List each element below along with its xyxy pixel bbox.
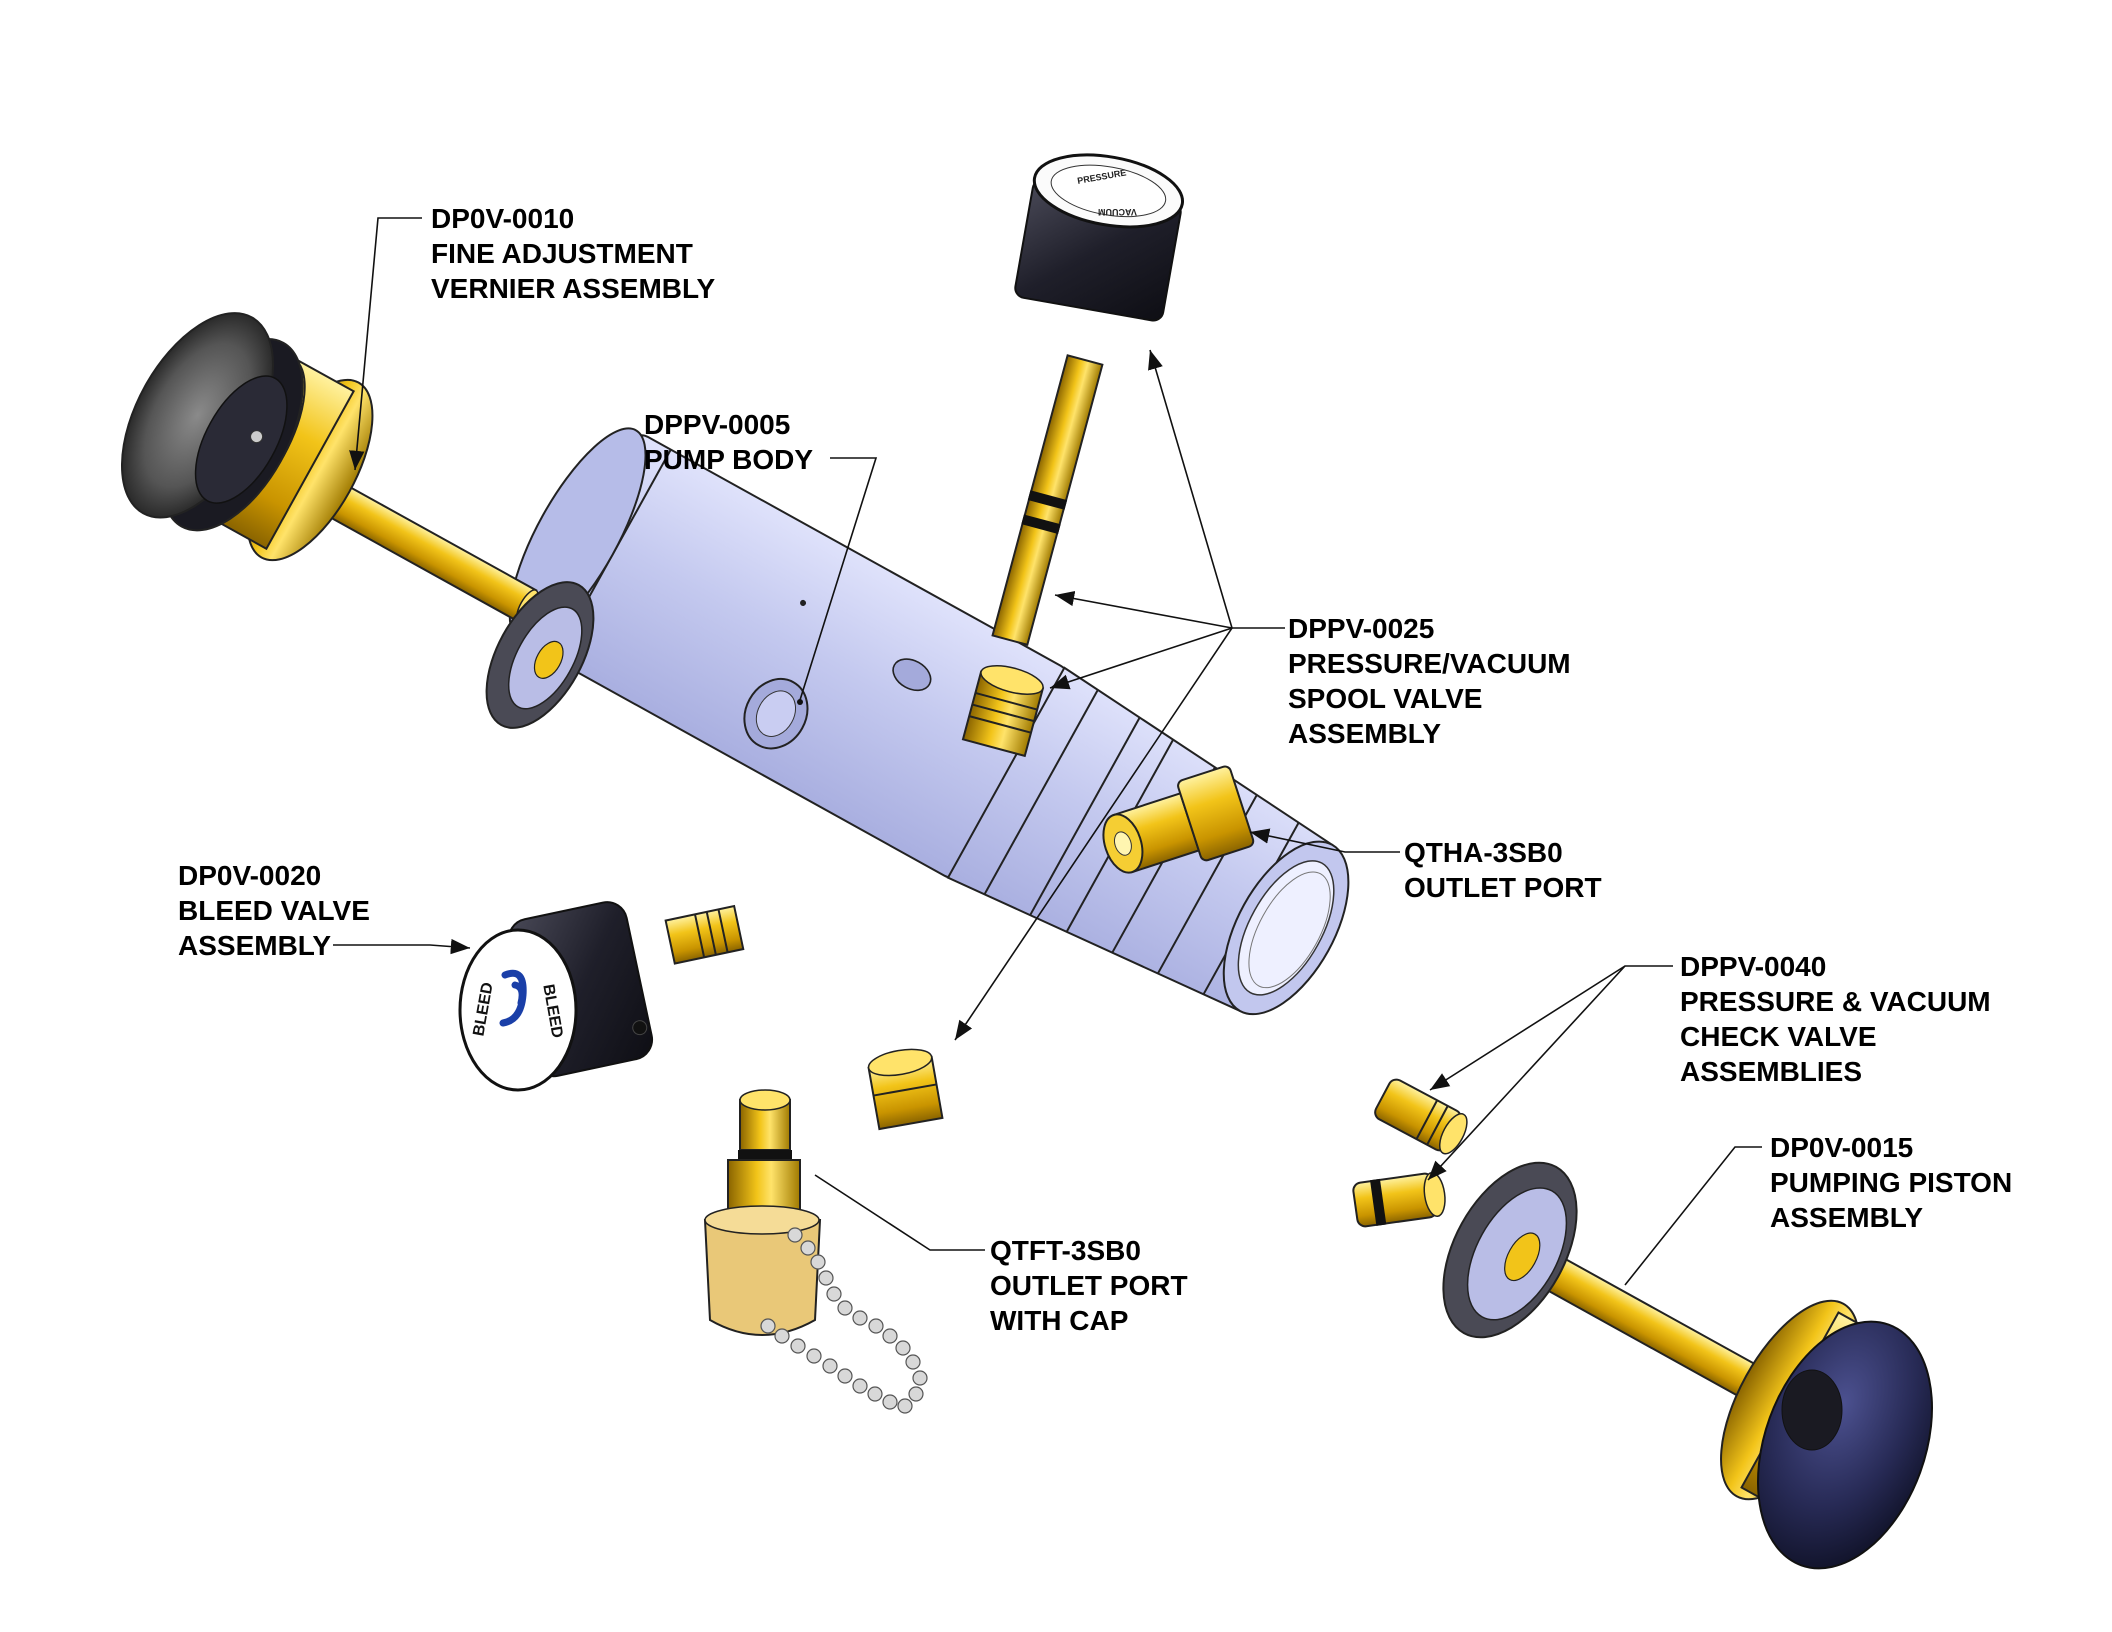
vernier-assembly: [120, 312, 539, 624]
callout-pump-body: DPPV-0005 PUMP BODY: [644, 409, 813, 475]
callout-spool-valve-code: DPPV-0025: [1288, 613, 1434, 644]
check-valve-2: [1352, 1171, 1446, 1228]
callout-qtft-line1: OUTLET PORT: [990, 1270, 1188, 1301]
callout-check-valve-line2: CHECK VALVE: [1680, 1021, 1877, 1052]
callout-bleed-valve-line2: ASSEMBLY: [178, 930, 331, 961]
callout-qtha-line1: OUTLET PORT: [1404, 872, 1602, 903]
callout-bleed-valve: DP0V-0020 BLEED VALVE ASSEMBLY: [178, 860, 370, 961]
callout-piston-line2: ASSEMBLY: [1770, 1202, 1923, 1233]
qtha-outlet-port: [1102, 765, 1255, 874]
callout-check-valve: DPPV-0040 PRESSURE & VACUUM CHECK VALVE …: [1680, 951, 1991, 1087]
callout-spool-valve-line3: ASSEMBLY: [1288, 718, 1441, 749]
callout-vernier-line1: FINE ADJUSTMENT: [431, 238, 693, 269]
callout-check-valve-line3: ASSEMBLIES: [1680, 1056, 1862, 1087]
qtft-outlet-port: [703, 1089, 928, 1414]
callout-qtft: QTFT-3SB0 OUTLET PORT WITH CAP: [990, 1235, 1188, 1336]
ball-chain: [760, 1227, 928, 1414]
callout-vernier-code: DP0V-0010: [431, 203, 574, 234]
callout-vernier: DP0V-0010 FINE ADJUSTMENT VERNIER ASSEMB…: [431, 203, 716, 304]
callout-qtft-line2: WITH CAP: [990, 1305, 1128, 1336]
callout-check-valve-code: DPPV-0040: [1680, 951, 1826, 982]
small-fitting-center: [867, 1048, 944, 1131]
callout-qtft-code: QTFT-3SB0: [990, 1235, 1141, 1266]
bleed-valve-assembly: BLEED BLEED: [458, 901, 745, 1092]
callout-spool-valve-line1: PRESSURE/VACUUM: [1288, 648, 1571, 679]
callout-bleed-valve-line1: BLEED VALVE: [178, 895, 370, 926]
callout-spool-valve: DPPV-0025 PRESSURE/VACUUM SPOOL VALVE AS…: [1288, 613, 1571, 749]
spool-valve-assembly: PRESSURE VACUUM: [961, 153, 1185, 758]
callout-bleed-valve-code: DP0V-0020: [178, 860, 321, 891]
callout-pump-body-code: DPPV-0005: [644, 409, 790, 440]
callout-vernier-line2: VERNIER ASSEMBLY: [431, 273, 716, 304]
callout-piston-code: DP0V-0015: [1770, 1132, 1913, 1163]
callout-piston-line1: PUMPING PISTON: [1770, 1167, 2012, 1198]
leader-lines: [333, 217, 1762, 1286]
check-valve-1: [1374, 1078, 1468, 1155]
callout-pump-body-line1: PUMP BODY: [644, 444, 813, 475]
callout-check-valve-line1: PRESSURE & VACUUM: [1680, 986, 1991, 1017]
spool-knob-label-vacuum: VACUUM: [1098, 207, 1137, 217]
callout-qtha: QTHA-3SB0 OUTLET PORT: [1404, 837, 1602, 903]
callout-spool-valve-line2: SPOOL VALVE: [1288, 683, 1482, 714]
seal-ring-left: [485, 581, 595, 729]
pumping-piston-assembly: [1442, 1161, 1933, 1570]
callout-piston: DP0V-0015 PUMPING PISTON ASSEMBLY: [1770, 1132, 2012, 1233]
callout-qtha-code: QTHA-3SB0: [1404, 837, 1563, 868]
